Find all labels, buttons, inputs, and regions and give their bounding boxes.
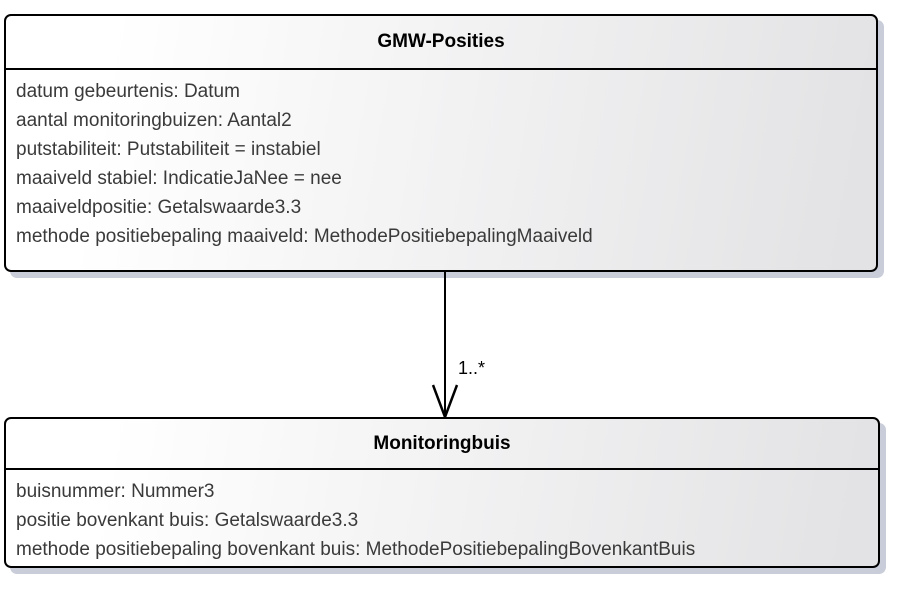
class-box-gmw-posities: GMW-Posities datum gebeurtenis: Datum aa… bbox=[4, 14, 878, 272]
attribute-compartment: buisnummer: Nummer3 positie bovenkant bu… bbox=[6, 470, 878, 564]
multiplicity-label: 1..* bbox=[458, 358, 486, 378]
attribute-maaiveld-stabiel: maaiveld stabiel: IndicatieJaNee = nee bbox=[16, 168, 342, 189]
class-box-monitoringbuis: Monitoringbuis buisnummer: Nummer3 posit… bbox=[4, 417, 880, 568]
attribute-maaiveldpositie: maaiveldpositie: Getalswaarde3.3 bbox=[16, 197, 302, 218]
attribute-positie-bovenkant-buis: positie bovenkant buis: Getalswaarde3.3 bbox=[16, 510, 359, 531]
attribute-putstabiliteit: putstabiliteit: Putstabiliteit = instabi… bbox=[16, 139, 321, 160]
class-title-monitoringbuis: Monitoringbuis bbox=[6, 419, 878, 470]
association-arrow bbox=[431, 272, 459, 418]
attribute-compartment: datum gebeurtenis: Datum aantal monitori… bbox=[6, 70, 876, 251]
attribute-buisnummer: buisnummer: Nummer3 bbox=[16, 481, 215, 502]
attribute-aantal-monitoringbuizen: aantal monitoringbuizen: Aantal2 bbox=[16, 110, 292, 131]
attribute-datum-gebeurtenis: datum gebeurtenis: Datum bbox=[16, 81, 240, 102]
class-title-gmw-posities: GMW-Posities bbox=[6, 16, 876, 70]
attribute-methode-positiebepaling-bovenkant-buis: methode positiebepaling bovenkant buis: … bbox=[16, 539, 696, 560]
attribute-methode-positiebepaling-maaiveld: methode positiebepaling maaiveld: Method… bbox=[16, 226, 593, 247]
